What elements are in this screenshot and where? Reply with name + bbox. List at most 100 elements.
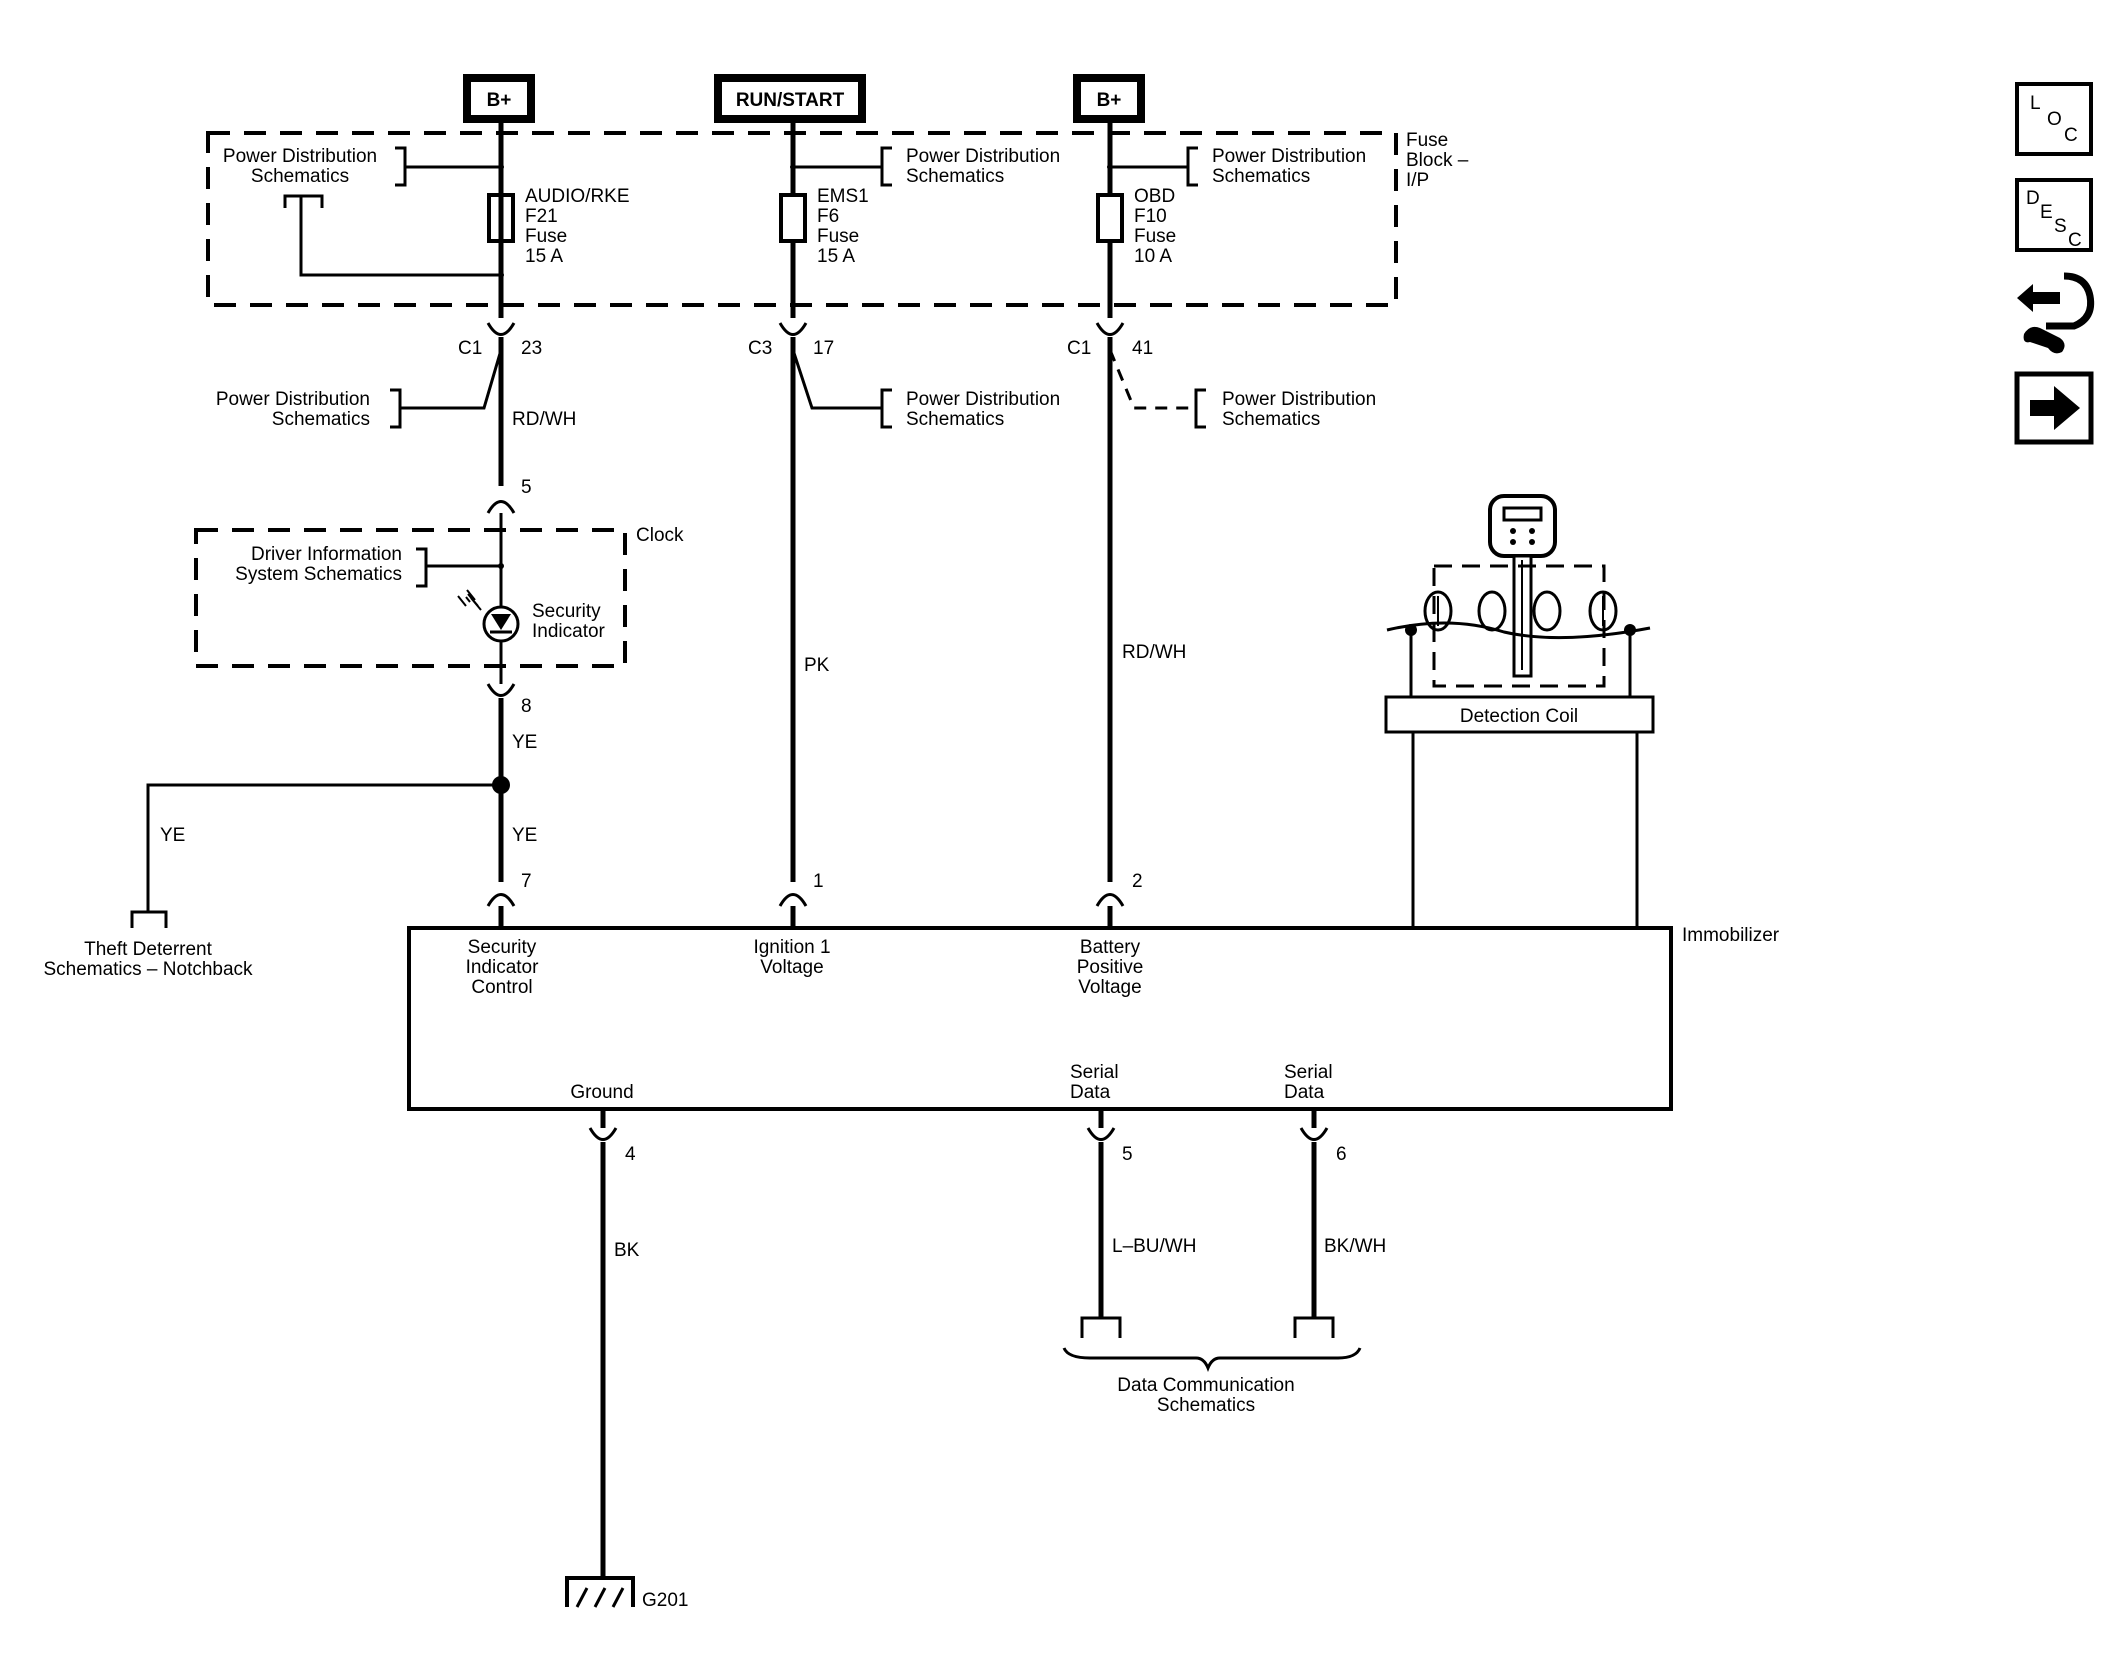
svg-text:Ignition 1: Ignition 1 <box>753 937 830 958</box>
svg-text:Power Distribution: Power Distribution <box>223 146 377 167</box>
fuse-f6-label: EMS1 F6 Fuse 15 A <box>817 186 869 267</box>
immobilizer-pin-4: 4 <box>625 1144 636 1165</box>
svg-text:E: E <box>2040 202 2053 223</box>
fuse-f21-label: AUDIO/RKE F21 Fuse 15 A <box>525 186 630 267</box>
fuse-f10-label: OBD F10 Fuse 10 A <box>1134 186 1176 267</box>
svg-text:Block –: Block – <box>1406 150 1469 171</box>
svg-text:L: L <box>2030 93 2041 114</box>
svg-text:C: C <box>2064 125 2078 146</box>
supply-run-start: RUN/START <box>714 74 866 123</box>
clock-label: Clock <box>636 525 684 546</box>
pds-reference-top-right: Power Distribution Schematics <box>1212 146 1366 187</box>
svg-text:Indicator: Indicator <box>532 621 606 642</box>
svg-text:Schematics: Schematics <box>906 409 1004 430</box>
next-arrow-button[interactable] <box>2014 371 2094 445</box>
svg-text:Power Distribution: Power Distribution <box>906 389 1060 410</box>
svg-text:Power Distribution: Power Distribution <box>1222 389 1376 410</box>
detection-coil-winding <box>1386 590 1651 697</box>
pin-17: 17 <box>813 338 834 359</box>
svg-text:System Schematics: System Schematics <box>235 564 402 585</box>
svg-text:OBD: OBD <box>1134 186 1175 207</box>
serial-data-label-2: Serial Data <box>1284 1062 1333 1103</box>
security-indicator-label: Security Indicator <box>532 601 606 642</box>
svg-text:Indicator: Indicator <box>466 957 540 978</box>
supply-b-plus-left: B+ <box>463 74 535 123</box>
clock-pin-5: 5 <box>521 477 532 498</box>
svg-text:F21: F21 <box>525 206 558 227</box>
svg-text:Battery: Battery <box>1080 937 1141 958</box>
svg-text:Serial: Serial <box>1070 1062 1119 1083</box>
supply-b-plus-right: B+ <box>1073 74 1145 123</box>
svg-text:Serial: Serial <box>1284 1062 1333 1083</box>
svg-text:Schematics: Schematics <box>1212 166 1310 187</box>
immobilizer-label: Immobilizer <box>1682 925 1780 946</box>
svg-text:Schematics: Schematics <box>1157 1395 1255 1416</box>
svg-text:D: D <box>2026 188 2040 209</box>
svg-text:Data Communication: Data Communication <box>1117 1375 1294 1396</box>
fuse-f6 <box>779 193 807 243</box>
fuse-block-label: Fuse Block – I/P <box>1406 130 1469 191</box>
detection-coil-box <box>1384 695 1655 734</box>
svg-text:C: C <box>2068 230 2082 251</box>
svg-text:Theft Deterrent: Theft Deterrent <box>84 939 212 960</box>
description-button[interactable]: D E S C <box>2015 178 2093 252</box>
svg-text:Fuse: Fuse <box>525 226 567 247</box>
connector-c1-right: C1 <box>1067 338 1091 359</box>
battery-positive-voltage-label: Battery Positive Voltage <box>1077 937 1144 998</box>
svg-text:15 A: 15 A <box>817 246 855 267</box>
svg-text:Schematics: Schematics <box>906 166 1004 187</box>
svg-text:Security: Security <box>468 937 537 958</box>
connector-wrench-icon[interactable] <box>2017 272 2095 354</box>
svg-text:Schematics – Notchback: Schematics – Notchback <box>43 959 253 980</box>
svg-text:B+: B+ <box>1097 90 1122 111</box>
serial-data-label-1: Serial Data <box>1070 1062 1119 1103</box>
location-button[interactable]: L O C <box>2015 82 2093 156</box>
security-indicator-led <box>457 589 520 643</box>
pin-41: 41 <box>1132 338 1153 359</box>
svg-text:RUN/START: RUN/START <box>736 90 845 111</box>
svg-text:10 A: 10 A <box>1134 246 1172 267</box>
security-indicator-control-label: Security Indicator Control <box>466 937 540 998</box>
detection-coil-label: Detection Coil <box>1460 706 1578 727</box>
pds-reference-top-mid: Power Distribution Schematics <box>906 146 1060 187</box>
svg-text:Schematics: Schematics <box>251 166 349 187</box>
svg-text:S: S <box>2054 216 2067 237</box>
arrow-right-icon <box>2030 386 2080 430</box>
svg-text:Driver Information: Driver Information <box>251 544 402 565</box>
dis-reference: Driver Information System Schematics <box>235 544 402 585</box>
svg-text:Fuse: Fuse <box>1406 130 1448 151</box>
svg-text:Fuse: Fuse <box>1134 226 1176 247</box>
svg-text:Fuse: Fuse <box>817 226 859 247</box>
svg-text:F6: F6 <box>817 206 839 227</box>
wire-ye-2: YE <box>512 825 537 846</box>
wire-bk: BK <box>614 1240 640 1261</box>
svg-text:Data: Data <box>1284 1082 1325 1103</box>
svg-text:Schematics: Schematics <box>272 409 370 430</box>
svg-text:Power Distribution: Power Distribution <box>216 389 370 410</box>
connector-c1-left: C1 <box>458 338 482 359</box>
clock-pin-8: 8 <box>521 696 532 717</box>
data-communication-reference: Data Communication Schematics <box>1117 1375 1294 1416</box>
immobilizer-pin-7: 7 <box>521 871 532 892</box>
svg-text:Security: Security <box>532 601 601 622</box>
wire-l-bu-wh: L–BU/WH <box>1112 1236 1196 1257</box>
svg-text:B+: B+ <box>487 90 512 111</box>
theft-deterrent-reference: Theft Deterrent Schematics – Notchback <box>43 939 253 980</box>
pds-reference-top-left: Power Distribution Schematics <box>223 146 377 187</box>
pds-reference-left: Power Distribution Schematics <box>216 389 370 430</box>
key-icon <box>1488 494 1557 678</box>
ignition-voltage-label: Ignition 1 Voltage <box>753 937 830 978</box>
fuse-f10 <box>1096 193 1124 243</box>
wire-rd-wh-1: RD/WH <box>512 409 576 430</box>
svg-text:Schematics: Schematics <box>1222 409 1320 430</box>
immobilizer-pin-6: 6 <box>1336 1144 1347 1165</box>
svg-text:Power Distribution: Power Distribution <box>1212 146 1366 167</box>
wire-rd-wh-2: RD/WH <box>1122 642 1186 663</box>
pin-23: 23 <box>521 338 542 359</box>
svg-text:AUDIO/RKE: AUDIO/RKE <box>525 186 630 207</box>
wire-ye-branch: YE <box>160 825 185 846</box>
ground-g201-label: G201 <box>642 1590 688 1611</box>
clock-boundary <box>194 528 627 668</box>
svg-text:O: O <box>2047 109 2062 130</box>
